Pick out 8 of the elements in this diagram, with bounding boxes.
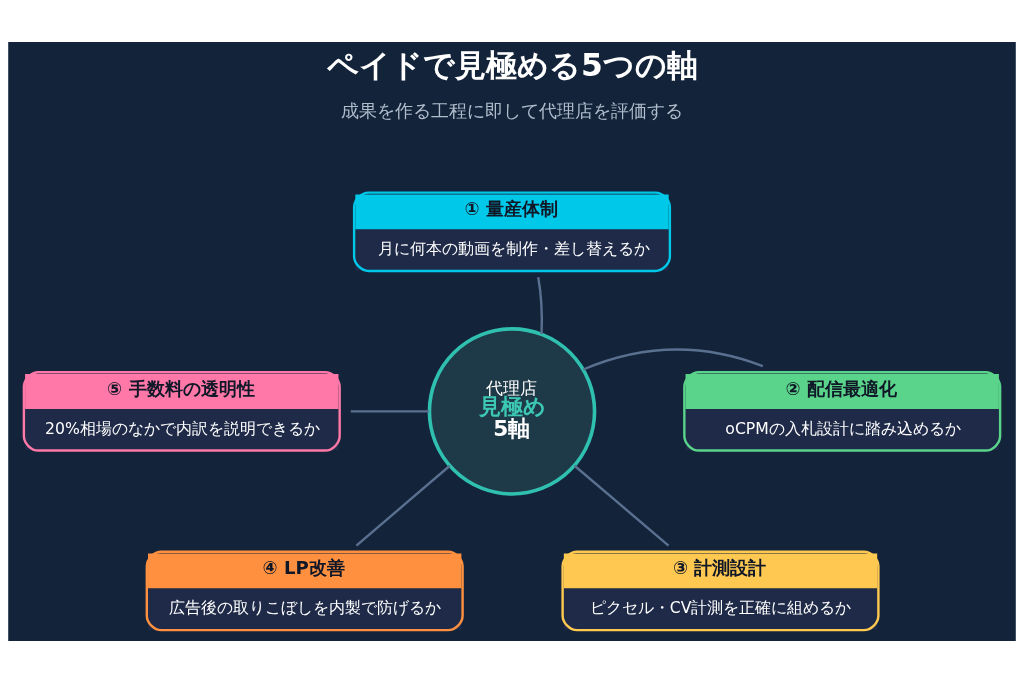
connector <box>355 464 451 547</box>
label: 成果を作る工程に即して代理店を評価する <box>341 100 683 122</box>
connector <box>573 464 670 547</box>
connector <box>350 410 430 413</box>
node-circle: 代理店 見極め 5軸 <box>427 327 597 496</box>
diagram-title: ペイドで見極める5つの軸 <box>327 46 698 83</box>
connector <box>582 348 764 371</box>
connector <box>537 277 544 335</box>
